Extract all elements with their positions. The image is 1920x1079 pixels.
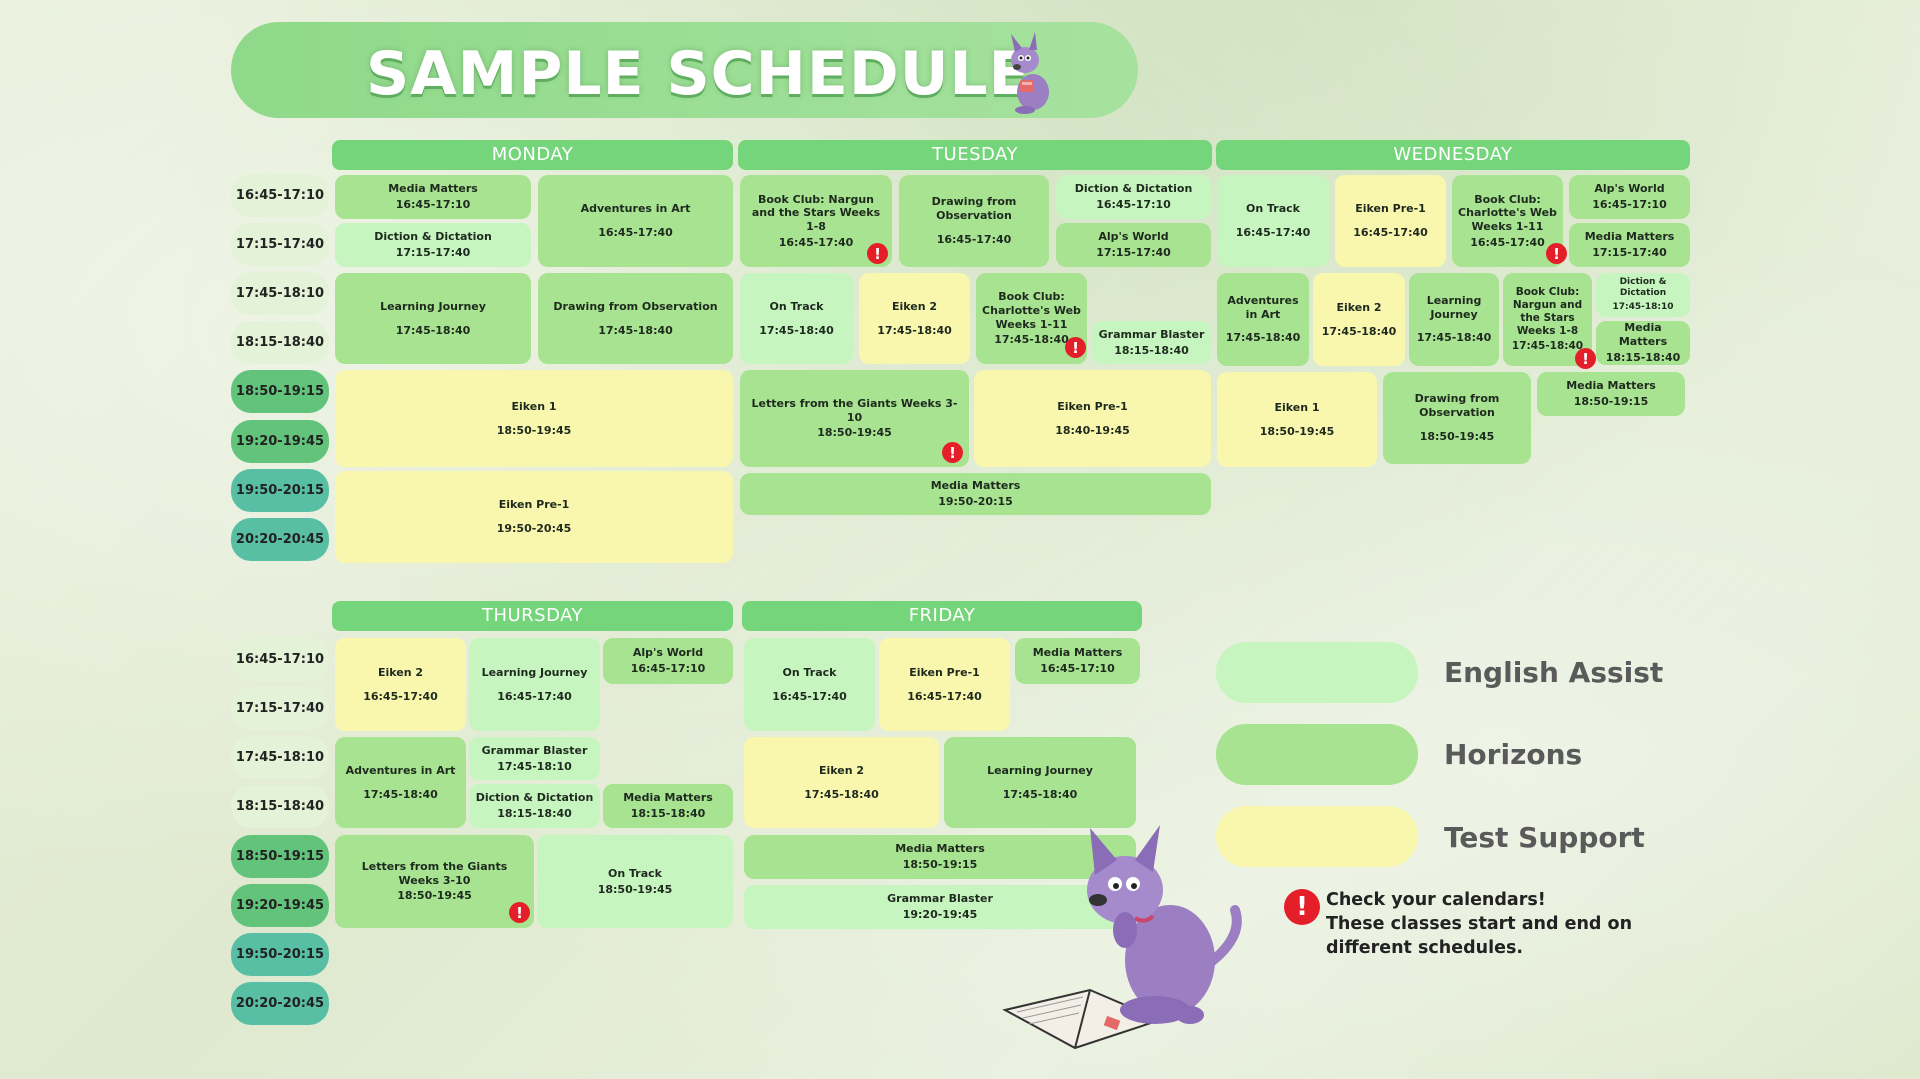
class-card: Book Club: Nargun and the Stars Weeks 1-… <box>740 175 892 267</box>
time-slot: 17:15-17:40 <box>231 223 329 266</box>
exclamation-icon: ! <box>1284 889 1320 925</box>
alert-icon: ! <box>867 243 888 264</box>
alert-icon: ! <box>1575 348 1596 369</box>
time-slot: 19:20-19:45 <box>231 420 329 463</box>
time-slot: 17:45-18:10 <box>231 736 329 779</box>
time-slot: 18:50-19:15 <box>231 370 329 413</box>
legend-swatch-english-assist <box>1216 642 1418 703</box>
time-slot: 18:50-19:15 <box>231 835 329 878</box>
day-header-friday: FRIDAY <box>742 601 1142 631</box>
title-banner <box>231 22 1138 118</box>
day-header-monday: MONDAY <box>332 140 733 170</box>
day-header-thursday: THURSDAY <box>332 601 733 631</box>
time-slot: 19:50-20:15 <box>231 469 329 512</box>
alert-icon: ! <box>1546 243 1567 264</box>
legend-label: Test Support <box>1444 821 1645 854</box>
legend-swatch-test-support <box>1216 806 1418 867</box>
legend-label: English Assist <box>1444 656 1664 689</box>
legend-label: Horizons <box>1444 738 1583 771</box>
alert-icon: ! <box>942 442 963 463</box>
note-line: These classes start and end on <box>1326 914 1633 934</box>
time-slot: 19:20-19:45 <box>231 884 329 927</box>
time-slot: 20:20-20:45 <box>231 518 329 561</box>
time-slot: 17:45-18:10 <box>231 272 329 315</box>
dog-mascot-icon <box>1011 32 1049 114</box>
time-slot: 20:20-20:45 <box>231 982 329 1025</box>
time-slot: 16:45-17:10 <box>231 174 329 217</box>
reading-dog-icon <box>1002 825 1242 1050</box>
day-header-wednesday: WEDNESDAY <box>1216 140 1690 170</box>
calendar-note: Check your calendars! These classes star… <box>1326 888 1646 960</box>
time-slot: 17:15-17:40 <box>231 687 329 730</box>
note-line: Check your calendars! <box>1326 890 1546 910</box>
time-slot: 18:15-18:40 <box>231 785 329 828</box>
time-slot: 18:15-18:40 <box>231 321 329 364</box>
alert-icon: ! <box>1065 337 1086 358</box>
time-slot: 19:50-20:15 <box>231 933 329 976</box>
time-slot: 16:45-17:10 <box>231 638 329 681</box>
alert-icon: ! <box>509 902 530 923</box>
page-title: SAMPLE SCHEDULE <box>366 39 1031 109</box>
legend-swatch-horizons <box>1216 724 1418 785</box>
note-line: different schedules. <box>1326 938 1524 958</box>
day-header-tuesday: TUESDAY <box>738 140 1212 170</box>
